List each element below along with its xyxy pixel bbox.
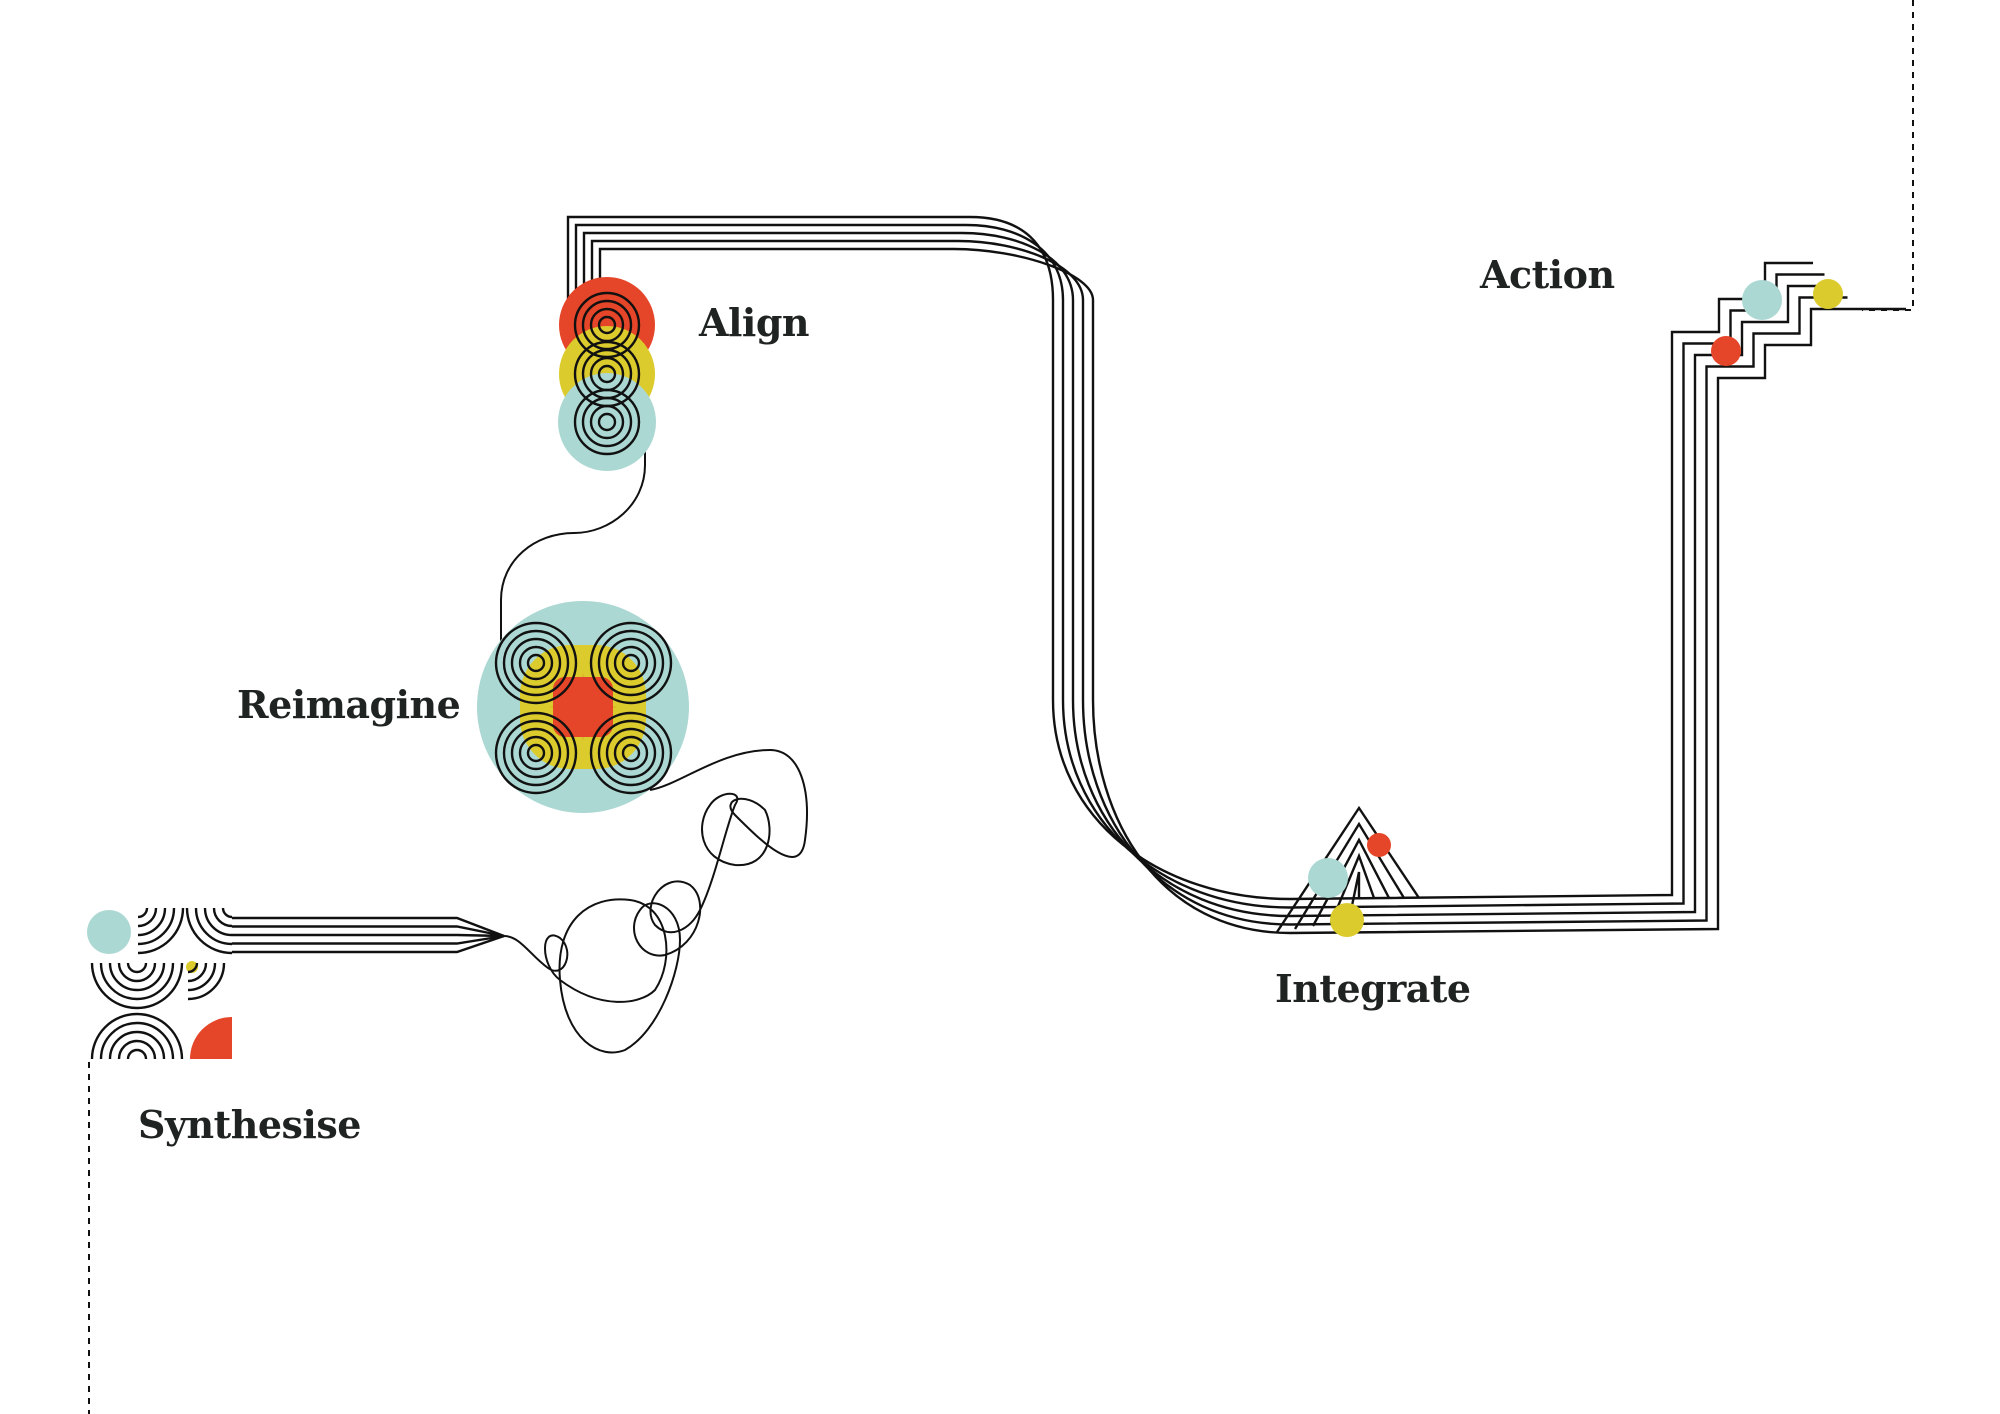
cup-arc <box>99 962 175 1001</box>
quarter-arc <box>203 907 233 937</box>
ring <box>597 629 665 697</box>
quarter-arc <box>194 907 233 946</box>
integrate-yellow-dot <box>1330 903 1364 937</box>
align-teal-circle <box>558 373 656 471</box>
ring <box>526 653 546 673</box>
cup-arc <box>90 962 184 1010</box>
ring <box>510 637 562 689</box>
action-teal-dot <box>1742 280 1782 320</box>
stage-label-reimagine: Reimagine <box>237 682 461 727</box>
ring <box>621 743 641 763</box>
triangle-line <box>1329 852 1376 924</box>
dome-arc <box>126 1048 148 1060</box>
synthesise-pattern <box>87 907 233 1060</box>
ribbon-line <box>598 247 1906 935</box>
dome-arc <box>90 1012 184 1060</box>
quarter-arc <box>137 907 167 937</box>
quarter-arc <box>185 907 233 955</box>
cup-arc <box>117 962 157 983</box>
ribbon-line <box>590 239 1848 926</box>
spiral-ring <box>597 315 617 335</box>
fan-line <box>232 933 505 938</box>
stage-label-synthesise: Synthesise <box>138 1102 361 1147</box>
align-spirals <box>573 291 641 456</box>
stage-label-align: Align <box>699 300 810 345</box>
quarter-arc <box>137 907 158 928</box>
fan-line <box>232 916 505 938</box>
triangle-line <box>1275 805 1420 933</box>
connector-line <box>500 420 646 665</box>
cup-arc <box>108 962 166 992</box>
spiral-ring <box>597 364 617 384</box>
ring <box>621 653 641 673</box>
quarter-arc <box>137 907 185 955</box>
ring <box>526 743 546 763</box>
ring <box>605 637 657 689</box>
quarter-arc <box>187 962 208 983</box>
ring <box>502 629 570 697</box>
quarter-arc <box>137 907 149 919</box>
quarter-arc <box>187 962 226 1001</box>
stage-label-integrate: Integrate <box>1275 966 1471 1011</box>
quarter-arc <box>137 907 176 946</box>
spiral-ring <box>581 396 633 448</box>
integrate-red-dot <box>1367 833 1391 857</box>
main-ribbon <box>566 215 1906 935</box>
ring <box>494 621 578 705</box>
action-yellow-dot <box>1813 279 1843 309</box>
dome-arc <box>99 1021 175 1060</box>
quarter-arc <box>212 907 233 928</box>
tangled-line <box>503 748 808 1054</box>
ring <box>518 645 554 681</box>
ribbon-line <box>574 223 1825 909</box>
ring <box>605 727 657 779</box>
ring <box>502 719 570 787</box>
dome-arc <box>117 1039 157 1060</box>
dome-arc <box>108 1030 166 1060</box>
fan-line <box>232 925 505 938</box>
ring <box>613 645 649 681</box>
right-dotted-line <box>1862 0 1914 311</box>
ring <box>494 711 578 795</box>
quarter-arc <box>187 962 199 974</box>
ring <box>589 621 673 705</box>
fan-line <box>232 934 505 945</box>
reimagine-rings <box>494 621 673 795</box>
red-quarter-circle <box>190 1017 232 1059</box>
integrate-teal-dot <box>1308 858 1348 898</box>
stage-label-action: Action <box>1480 252 1615 297</box>
cup-arc <box>126 962 148 974</box>
spiral-ring <box>589 404 625 440</box>
spiral-ring <box>573 388 641 456</box>
action-red-dot <box>1711 336 1741 366</box>
reimagine-motif <box>477 601 689 813</box>
reimagine-red-core <box>553 677 613 737</box>
ring <box>510 727 562 779</box>
ring <box>589 711 673 795</box>
spiral-ring <box>597 412 617 432</box>
converging-lines <box>232 916 505 954</box>
ribbon-line <box>582 231 1836 918</box>
quarter-arc <box>221 907 233 919</box>
ring <box>613 735 649 771</box>
fan-line <box>232 934 505 954</box>
quarter-arc <box>187 962 217 992</box>
ring <box>518 735 554 771</box>
teal-dot <box>87 910 131 954</box>
ribbon-line <box>566 215 1813 901</box>
ring <box>597 719 665 787</box>
align-motif <box>558 277 656 471</box>
